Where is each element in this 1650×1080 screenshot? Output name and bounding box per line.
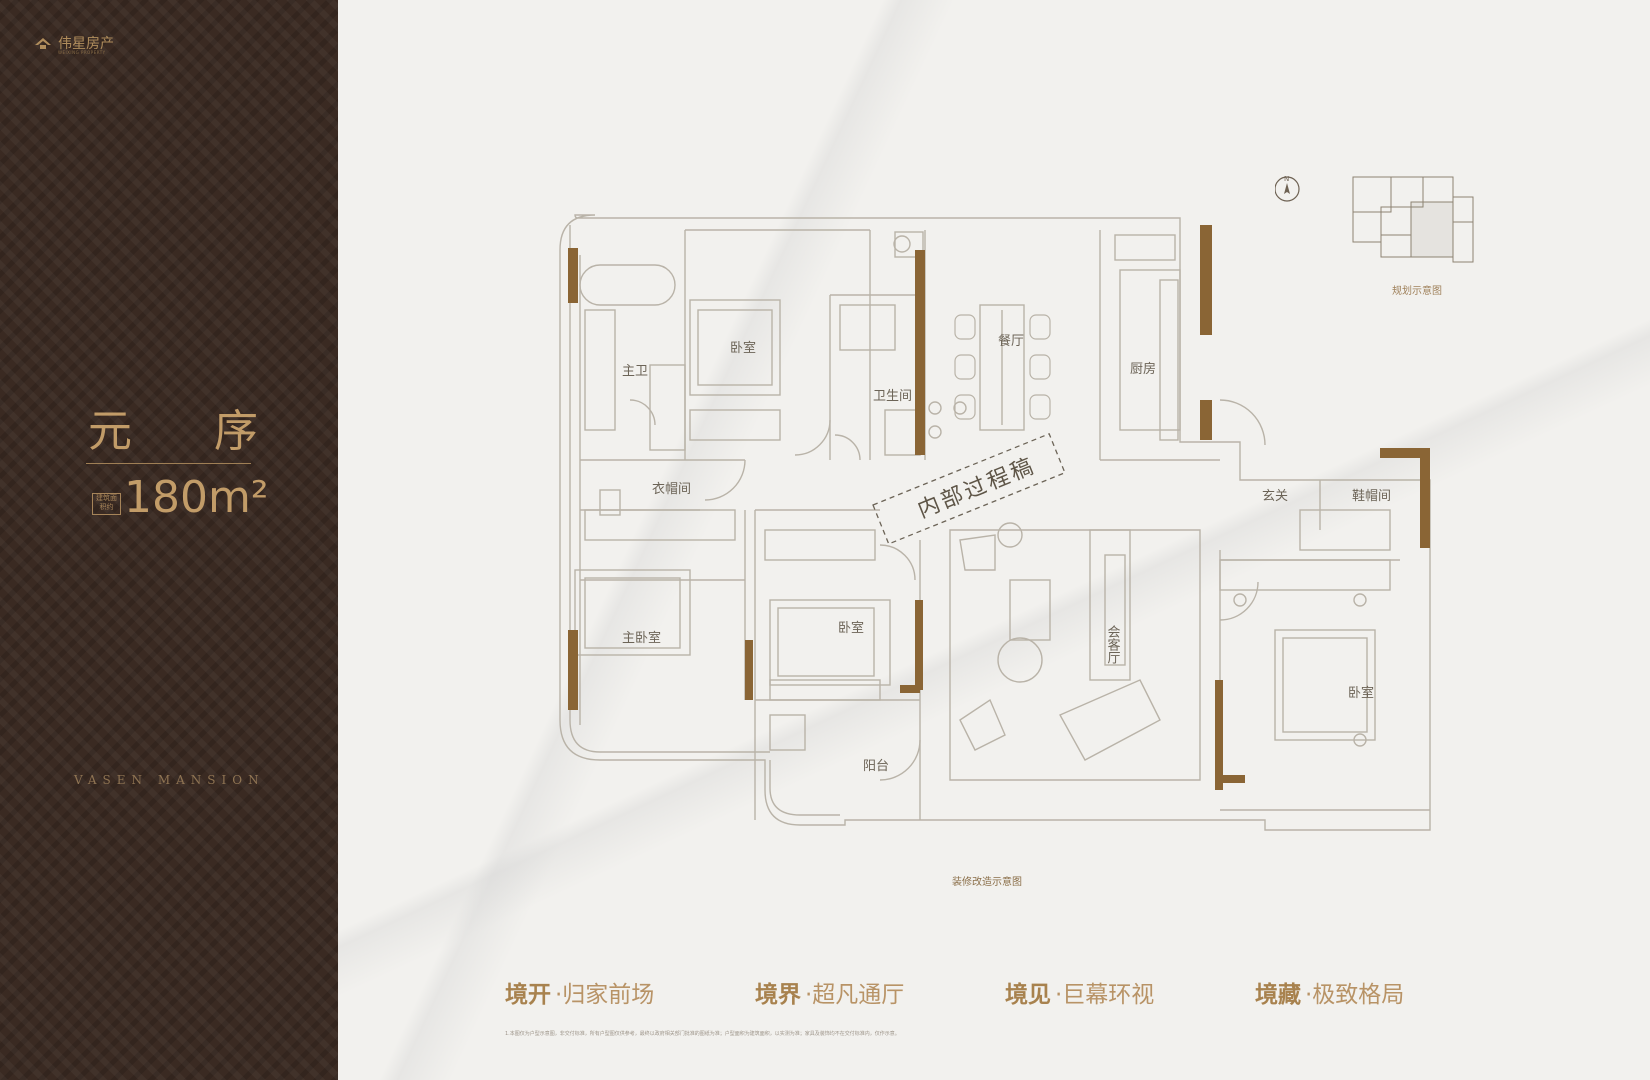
feature-title: 境见 — [1005, 982, 1051, 1008]
room-bedroom-1: 卧室 — [730, 340, 756, 356]
draft-stamp: 内部过程稿 — [872, 432, 1066, 545]
room-master-bath: 主卫 — [622, 364, 648, 379]
room-shoe: 鞋帽间 — [1352, 488, 1391, 504]
feature-item: 境界·超凡通厅 — [755, 975, 1005, 1009]
brand-logo: 伟星房产 — [34, 33, 114, 53]
feature-sub: ·极致格局 — [1305, 982, 1405, 1008]
disclaimer-text: 1.本图仅为户型示意图，非交付标准，所有户型图仅供参考，最终以政府相关部门批准的… — [505, 1031, 900, 1037]
logo-icon — [35, 38, 51, 49]
feature-list: 境开·归家前场 境界·超凡通厅 境见·巨幕环视 境藏·极致格局 — [505, 975, 1505, 1009]
feature-item: 境见·巨幕环视 — [1005, 975, 1255, 1009]
feature-title: 境开 — [505, 982, 551, 1008]
floor-plan: 主卫 卧室 卫生间 餐厅 厨房 衣帽间 主卧室 卧室 玄关 鞋帽间 卧室 阳台 … — [540, 160, 1440, 864]
brand-name: 伟星房产 — [58, 36, 114, 52]
feature-sub: ·归家前场 — [555, 982, 655, 1008]
brand-panel: 伟星房产 WEIXING PROPERTY 元 序 建筑面积约 180m² VA… — [0, 0, 338, 1080]
room-master-bedroom: 主卧室 — [622, 630, 661, 646]
room-balcony: 阳台 — [863, 759, 889, 774]
feature-item: 境开·归家前场 — [505, 975, 755, 1009]
marble-background — [338, 0, 1650, 1080]
feature-title: 境藏 — [1255, 982, 1301, 1008]
room-bedroom-2: 卧室 — [838, 620, 864, 636]
floor-plan-drawing: 主卫 卧室 卫生间 餐厅 厨房 衣帽间 主卧室 卧室 玄关 鞋帽间 卧室 阳台 … — [559, 214, 1431, 831]
feature-sub: ·巨幕环视 — [1055, 982, 1155, 1008]
stamp-text: 内部过程稿 — [914, 453, 1039, 523]
feature-sub: ·超凡通厅 — [805, 982, 905, 1008]
compass-label: N — [1284, 175, 1289, 183]
project-english-name: VASEN MANSION — [74, 773, 265, 787]
area-value: 180m² — [124, 472, 269, 523]
area-label: 建筑面积约 — [92, 493, 121, 515]
minimap-label: 规划示意图 — [1392, 286, 1442, 297]
unit-name: 元 序 — [88, 406, 292, 457]
room-dining: 餐厅 — [998, 333, 1024, 349]
room-entry: 玄关 — [1262, 489, 1288, 504]
site-minimap — [1352, 176, 1474, 263]
divider — [86, 463, 251, 464]
room-bedroom-3: 卧室 — [1348, 685, 1374, 701]
feature-title: 境界 — [755, 982, 801, 1008]
room-closet: 衣帽间 — [652, 481, 691, 497]
brand-sub: WEIXING PROPERTY — [58, 50, 106, 55]
room-kitchen: 厨房 — [1130, 361, 1156, 377]
plan-caption: 装修改造示意图 — [952, 877, 1022, 888]
room-bathroom: 卫生间 — [873, 389, 912, 404]
feature-item: 境藏·极致格局 — [1255, 975, 1505, 1009]
compass-icon: N — [1275, 175, 1300, 202]
room-living: 会客厅 — [1105, 625, 1121, 664]
